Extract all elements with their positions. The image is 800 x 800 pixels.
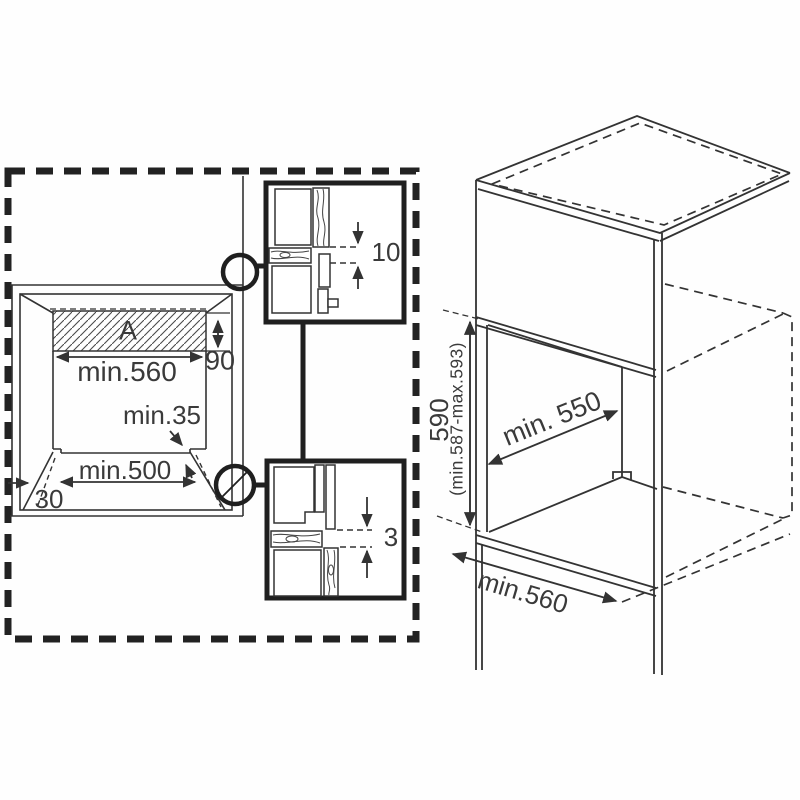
dim-bottom-offset: 30 [34, 484, 64, 514]
detail-top-gap: 10 [371, 237, 401, 267]
dim-vent-height: 90 [204, 345, 236, 376]
detail-bottom-gap: 3 [383, 522, 399, 552]
dim-niche-height-range: (min.587-max.593) [446, 342, 467, 496]
dim-front-clearance: min.35 [122, 400, 202, 430]
area-label: A [118, 315, 138, 346]
dim-top-width: min.560 [77, 356, 177, 387]
dim-bottom-width: min.500 [78, 455, 172, 485]
